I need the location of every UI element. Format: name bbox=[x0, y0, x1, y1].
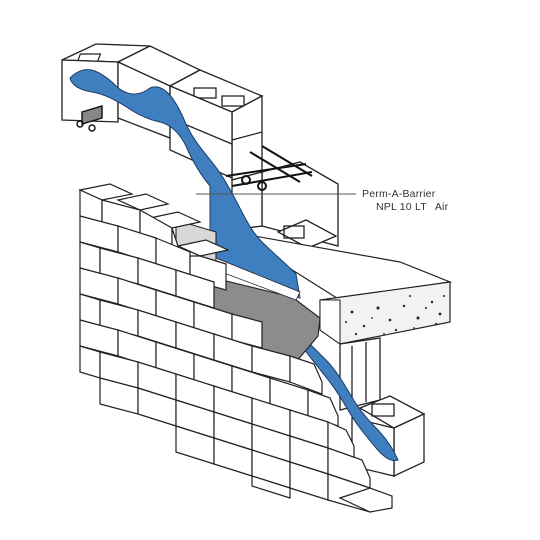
product-code-suffix: Air bbox=[434, 201, 449, 213]
wall-tie-icon-small bbox=[76, 105, 103, 132]
product-name-line1: Perm-A-Barrier bbox=[362, 188, 436, 200]
product-code: NPL 10 LT bbox=[376, 201, 427, 213]
cmu-backup-wall-lower bbox=[339, 337, 426, 478]
concrete-slab bbox=[231, 231, 453, 345]
slab-aggregate-pattern bbox=[345, 295, 445, 336]
brick-veneer bbox=[78, 183, 393, 513]
product-callout-label: Perm-A-Barrier NPL 10 LT Air bbox=[362, 188, 448, 214]
product-name-line2: NPL 10 LT Air bbox=[376, 201, 448, 214]
wall-tie-icon bbox=[225, 145, 313, 191]
air-barrier-membrane-lower bbox=[299, 332, 399, 461]
